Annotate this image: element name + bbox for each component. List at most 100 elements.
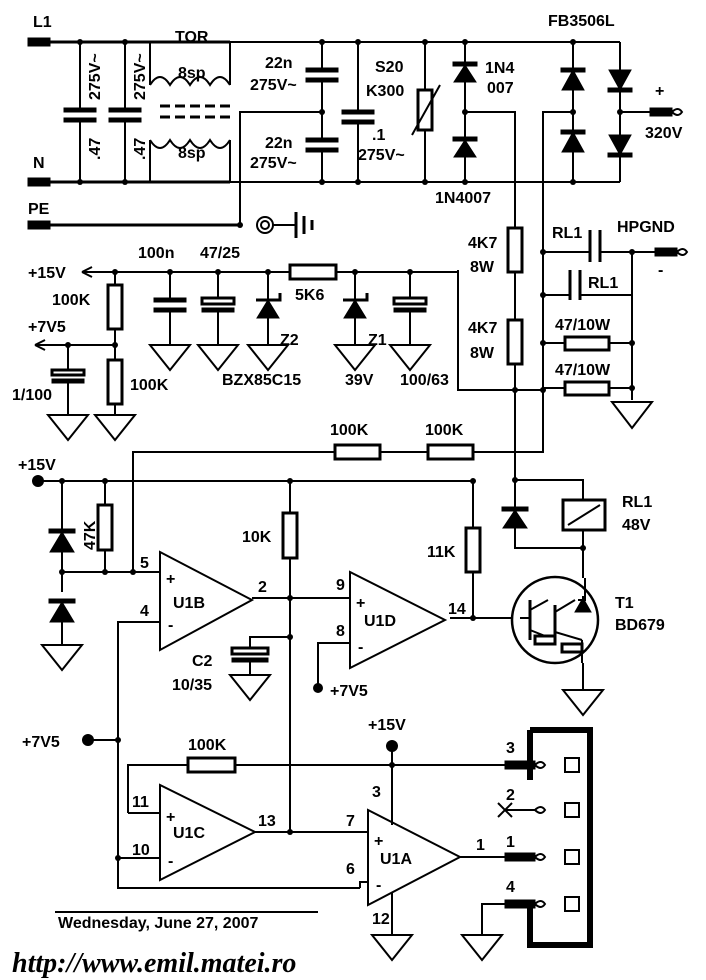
label-pin13: 13 [258, 813, 276, 830]
terminal-pe [27, 220, 51, 230]
label-plus15-mid: +15V [18, 457, 56, 474]
opamp-u1a [367, 808, 463, 907]
label-r-100k-d: 100K [425, 422, 464, 439]
svg-text:-: - [358, 639, 363, 656]
label-varistor-1: S20 [375, 59, 404, 76]
choke-core [160, 104, 230, 119]
connector-header [527, 727, 593, 948]
label-d-bot: 1N4007 [435, 190, 491, 207]
terminal-plus [649, 107, 673, 117]
label-r-11k: 11K [427, 544, 456, 561]
cap-x1-plate-a [63, 107, 97, 113]
label-conn-3: 3 [506, 740, 515, 757]
mains-input: L1 N PE 275V~ .47 275V~ .47 TOR 8sp 8sp … [27, 13, 684, 390]
label-cx3-val: .1 [372, 127, 385, 144]
label-r-8w-1: 8W [470, 259, 495, 276]
label-c-100-63: 100/63 [400, 372, 449, 389]
label-c-100n: 100n [138, 245, 174, 262]
label-r-100k-a: 100K [52, 292, 91, 309]
label-cy2-voltage: 275V~ [250, 155, 297, 172]
footer-date: Wednesday, June 27, 2007 [58, 915, 259, 932]
label-z1-v: 39V [345, 372, 374, 389]
label-r-47k: 47K [82, 520, 99, 550]
footer: Wednesday, June 27, 2007 http://www.emil… [12, 911, 318, 979]
res-4k7-2 [506, 318, 524, 366]
svg-text:-: - [168, 617, 173, 634]
res-11k [464, 526, 482, 574]
footer-url: http://www.emil.matei.ro [12, 948, 296, 979]
label-cx1-val: .47 [87, 138, 104, 160]
hpgnd-section: 4K7 8W 4K7 8W RL1 HPGND - RL1 47/10W 47/… [457, 219, 689, 480]
ground-1 [609, 401, 655, 430]
res-100k-c [333, 443, 382, 461]
label-plus7v5-d: +7V5 [330, 683, 368, 700]
label-tor-sp1: 8sp [178, 65, 206, 82]
label-cx1-voltage: 275V~ [87, 53, 104, 100]
svg-text:+: + [166, 809, 175, 826]
label-d-top-1: 1N4 [485, 60, 514, 77]
label-pin9: 9 [336, 577, 345, 594]
label-z1: Z1 [368, 332, 387, 349]
label-n: N [33, 155, 45, 172]
svg-text:+: + [374, 833, 383, 850]
label-pe: PE [28, 201, 50, 218]
label-bridge: FB3506L [548, 13, 615, 30]
label-conn-2: 2 [506, 787, 515, 804]
label-cx2-voltage: 275V~ [132, 53, 149, 100]
label-plus15-top: +15V [28, 265, 66, 282]
label-u1b: U1B [173, 595, 205, 612]
terminal-hpgnd [654, 247, 678, 257]
label-plus7v5-left: +7V5 [22, 734, 60, 751]
label-pin8: 8 [336, 623, 345, 640]
res-100k-d [426, 443, 475, 461]
label-r-4k7-1: 4K7 [468, 235, 497, 252]
label-tor: TOR [175, 29, 209, 46]
label-pin5: 5 [140, 555, 149, 572]
opamp-u1c [159, 783, 258, 882]
res-47-10w-2 [563, 380, 611, 397]
connector-pin-4 [564, 896, 580, 912]
res-100k-e [186, 756, 237, 774]
opamp-u1b [159, 550, 255, 652]
label-t1: T1 [615, 595, 634, 612]
cap-x2-plate-b [108, 117, 142, 123]
label-tor-sp2: 8sp [178, 145, 206, 162]
label-d-top-2: 007 [487, 80, 514, 97]
label-r-47-10w-2: 47/10W [555, 362, 611, 379]
label-c-47-25: 47/25 [200, 245, 240, 262]
terminal-n [27, 177, 51, 187]
svg-text:+: + [356, 595, 365, 612]
label-r-100k-b: 100K [130, 377, 169, 394]
label-cy1-val: 22n [265, 55, 293, 72]
label-r-47-10w-1: 47/10W [555, 317, 611, 334]
label-bzx: BZX85C15 [222, 372, 301, 389]
cap-x1-plate-b [63, 117, 97, 123]
label-pin7: 7 [346, 813, 355, 830]
label-r-8w-2: 8W [470, 345, 495, 362]
svg-text:+: + [166, 571, 175, 588]
label-u1a: U1A [380, 851, 412, 868]
res-47k [96, 503, 114, 552]
label-minus: - [658, 262, 663, 279]
label-cy2-val: 22n [265, 135, 293, 152]
cap-x2-plate-a [108, 107, 142, 113]
label-c2-val: 10/35 [172, 677, 212, 694]
res-100k-a [106, 283, 124, 331]
label-u1c: U1C [173, 825, 205, 842]
label-pin6: 6 [346, 861, 355, 878]
label-cx3-voltage: 275V~ [358, 147, 405, 164]
label-cy1-voltage: 275V~ [250, 77, 297, 94]
label-plus15-bot: +15V [368, 717, 406, 734]
label-t1-type: BD679 [615, 617, 665, 634]
svg-text:-: - [168, 853, 173, 870]
label-pin11: 11 [132, 794, 149, 811]
label-varistor-2: K300 [366, 83, 404, 100]
label-pin2: 2 [258, 579, 267, 596]
label-320v: 320V [645, 125, 683, 142]
svg-text:-: - [376, 877, 381, 894]
feedback-resistors: 100K 100K [132, 390, 544, 572]
label-rl1-a: RL1 [552, 225, 582, 242]
label-pin12: 12 [372, 911, 390, 928]
label-hpgnd: HPGND [617, 219, 675, 236]
